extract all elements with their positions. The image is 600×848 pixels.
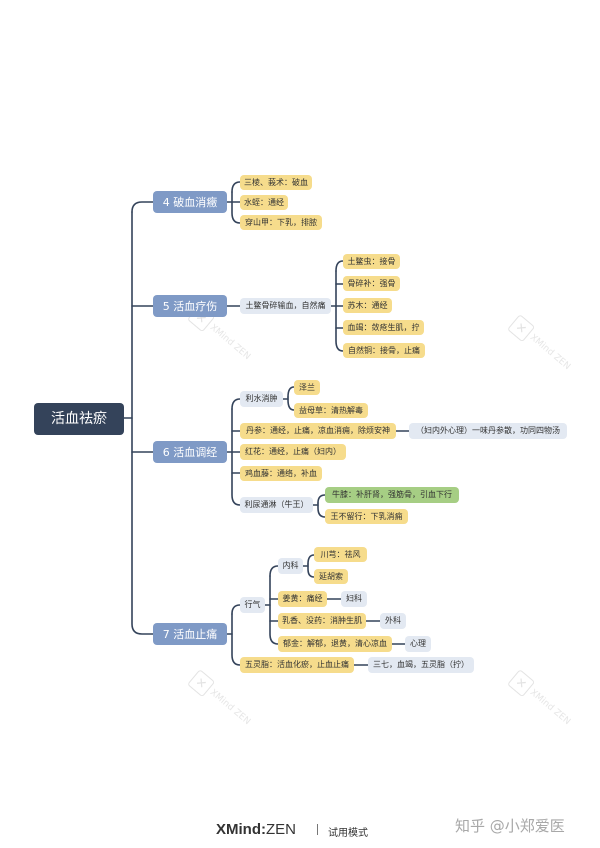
topic-note[interactable]: 三七，血竭，五灵脂（拧） (368, 657, 474, 673)
topic-item[interactable]: 丹参：通经，止痛，凉血消痈，除烦安神 (240, 423, 396, 439)
topic-note[interactable]: 妇科 (341, 591, 367, 607)
topic-group-7[interactable]: 7 活血止痛 (153, 623, 227, 645)
topic-item[interactable]: 红花：通经，止痛（妇内） (240, 444, 346, 460)
topic-item[interactable]: 姜黄：痛经 (278, 591, 327, 607)
topic-item[interactable]: 鸡血藤：通络，补血 (240, 466, 322, 481)
footer: XMind:ZEN 试用模式 (0, 818, 600, 839)
topic-item[interactable]: 穿山甲：下乳，排脓 (240, 215, 322, 230)
topic-subtopic[interactable]: 利尿通淋（牛王） (240, 497, 313, 513)
topic-subtopic[interactable]: 内科 (278, 558, 303, 574)
root-topic[interactable]: 活血祛瘀 (34, 403, 124, 435)
trial-mode-label: 试用模式 (328, 828, 368, 839)
topic-item[interactable]: 益母草：清热解毒 (294, 403, 368, 418)
topic-note[interactable]: （妇内外心理）一味丹参散，功同四物汤 (409, 423, 567, 439)
topic-group-5[interactable]: 5 活血疗伤 (153, 295, 227, 317)
topic-item[interactable]: 郁金：解郁，退黄，清心凉血 (278, 636, 392, 652)
topic-item[interactable]: 泽兰 (294, 380, 320, 395)
topic-item[interactable]: 苏木：通经 (343, 298, 392, 313)
topic-item[interactable]: 水蛭：通经 (240, 195, 288, 210)
topic-group-4[interactable]: 4 破血消癥 (153, 191, 227, 213)
topic-group-6[interactable]: 6 活血调经 (153, 441, 227, 463)
topic-item[interactable]: 骨碎补：强骨 (343, 276, 400, 291)
topic-item[interactable]: 川芎：祛风 (314, 547, 367, 562)
topic-item[interactable]: 三棱、莪术：破血 (240, 175, 312, 190)
footer-divider (317, 824, 318, 835)
topic-item[interactable]: 五灵脂：活血化瘀，止血止痛 (240, 657, 354, 673)
topic-note[interactable]: 心理 (405, 636, 431, 652)
topic-item[interactable]: 自然铜：接骨，止痛 (343, 343, 425, 358)
topic-item[interactable]: 延胡索 (314, 569, 348, 584)
topic-item[interactable]: 血竭：敛疮生肌，拧 (343, 320, 424, 335)
topic-subtopic[interactable]: 行气 (240, 597, 265, 613)
topic-item[interactable]: 乳香、没药：消肿生肌 (278, 613, 366, 629)
topic-item[interactable]: 土鳖虫：接骨 (343, 254, 400, 269)
xmind-brand: XMind:ZEN (216, 821, 296, 838)
topic-item[interactable]: 牛膝：补肝肾，强筋骨，引血下行 (325, 487, 459, 503)
topic-subtopic[interactable]: 利水消肿 (240, 391, 283, 407)
author-credit: 知乎 @小郑爱医 (455, 817, 565, 835)
topic-item[interactable]: 王不留行：下乳消痈 (325, 509, 408, 524)
topic-note[interactable]: 外科 (380, 613, 406, 629)
topic-subtopic[interactable]: 土鳖骨碎输血，自然痛 (240, 298, 331, 314)
